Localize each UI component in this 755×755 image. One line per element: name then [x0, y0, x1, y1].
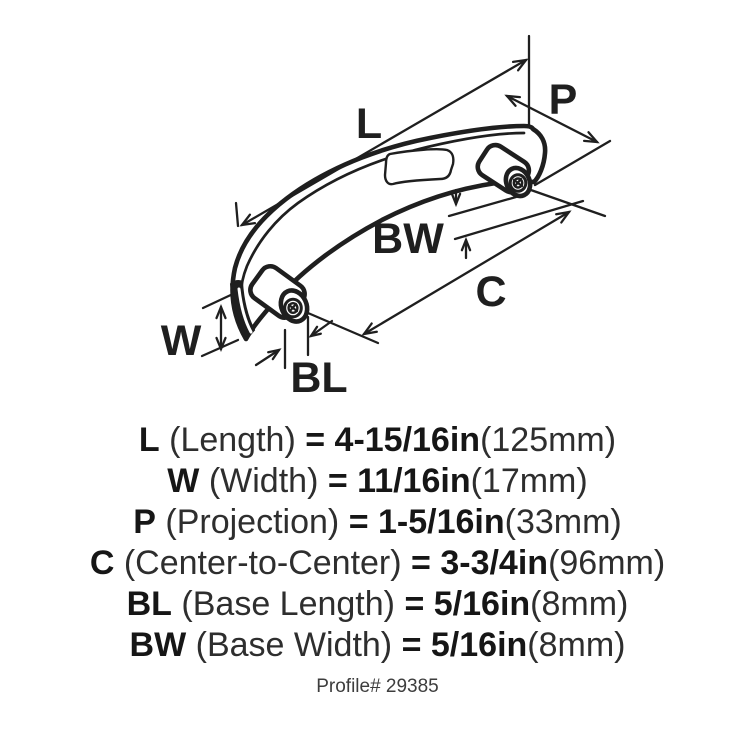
spec-list: L (Length) = 4-15/16in(125mm) W (Width) … — [0, 420, 755, 698]
length-arrowhead-lower — [239, 213, 257, 227]
dimension-width: W — [161, 303, 227, 365]
center-label: C — [475, 268, 506, 316]
spec-code: P — [133, 503, 156, 541]
spec-equals: = — [411, 544, 431, 582]
width-label: W — [161, 317, 202, 365]
projection-arrowhead-upper — [504, 94, 522, 107]
base-length-arrowhead-left — [267, 348, 282, 361]
spec-row-base-length: BL (Base Length) = 5/16in(8mm) — [0, 584, 755, 625]
spec-code: BW — [129, 626, 187, 664]
dimension-base-length: BL — [254, 315, 348, 402]
base-width-upper-line — [447, 139, 612, 218]
length-label: L — [356, 100, 382, 148]
left-post — [248, 263, 310, 324]
spec-equals: = — [305, 421, 326, 459]
spec-value: 3-3/4in — [440, 544, 549, 582]
spec-row-base-width: BW (Base Width) = 5/16in(8mm) — [0, 625, 755, 666]
spec-value: 4-15/16in — [334, 421, 481, 459]
extension-lines — [200, 34, 612, 358]
spec-value: 11/16in — [357, 462, 471, 500]
spec-code: L — [138, 421, 160, 459]
spec-metric: (33mm) — [504, 503, 622, 541]
spec-name: (Length) — [169, 421, 296, 459]
base-width-arrowhead-up — [460, 236, 472, 252]
dimension-center-to-center: C — [361, 210, 572, 336]
projection-dimension-line — [505, 94, 599, 144]
length-arrowhead-upper — [511, 58, 529, 72]
center-arrowhead-lower — [361, 322, 378, 336]
length-dimension-line — [240, 58, 528, 227]
dimension-diagram-svg: L P BW C — [161, 34, 612, 402]
spec-row-width: W (Width) = 11/16in(17mm) — [0, 461, 755, 502]
spec-row-length: L (Length) = 4-15/16in(125mm) — [0, 420, 755, 461]
spec-name: (Projection) — [165, 503, 340, 541]
spec-equals: = — [348, 503, 369, 541]
spec-metric: (96mm) — [548, 544, 666, 582]
spec-metric: (125mm) — [480, 421, 617, 459]
right-post-extension-line — [526, 187, 607, 218]
dimension-base-width: BW — [372, 188, 585, 263]
base-width-lower-line — [453, 199, 585, 241]
right-post — [475, 142, 533, 199]
spec-value: 1-5/16in — [378, 503, 505, 541]
center-arrowhead-upper — [555, 210, 572, 224]
dimension-projection: P — [504, 76, 600, 144]
spec-equals: = — [401, 626, 422, 664]
base-length-arrow-right — [309, 319, 334, 338]
spec-code: W — [167, 462, 200, 500]
width-arrowhead-top — [215, 303, 227, 320]
left-post-extension-line — [306, 311, 380, 345]
base-width-arrowhead-down — [450, 192, 462, 208]
spec-name: (Base Width) — [195, 626, 393, 664]
spec-metric: (8mm) — [530, 585, 629, 623]
spec-value: 5/16in — [433, 585, 531, 623]
spec-name: (Base Length) — [181, 585, 395, 623]
handle-dimension-diagram: L P BW C — [161, 34, 612, 402]
spec-name: (Width) — [208, 462, 319, 500]
spec-code: C — [89, 544, 115, 582]
handle-tip-highlight — [237, 287, 253, 334]
spec-metric: (17mm) — [470, 462, 588, 500]
base-length-arrowhead-right — [308, 325, 322, 338]
center-dimension-line — [362, 210, 571, 336]
right-screw-slot-icon — [512, 177, 524, 188]
projection-label: P — [549, 76, 578, 124]
handle-top-ridge-line — [239, 131, 526, 296]
profile-number: Profile# 29385 — [316, 676, 439, 697]
spec-equals: = — [327, 462, 348, 500]
base-length-label: BL — [290, 354, 347, 402]
spec-equals: = — [404, 585, 425, 623]
base-width-label: BW — [372, 215, 444, 263]
spec-row-center-to-center: C (Center-to-Center) = 3-3/4in(96mm) — [0, 543, 755, 584]
base-length-arrow-left — [254, 348, 281, 367]
spec-name: (Center-to-Center) — [123, 544, 402, 582]
spec-metric: (8mm) — [527, 626, 626, 664]
handle-drawing — [229, 123, 548, 342]
left-screw-slot-icon — [287, 302, 299, 313]
dimension-length: L — [239, 58, 529, 227]
projection-arrowhead-lower — [582, 131, 600, 144]
left-extension-line — [234, 201, 240, 228]
width-arrowhead-bottom — [215, 336, 227, 353]
spec-code: BL — [126, 585, 172, 623]
handle-slot-cutout — [383, 148, 455, 186]
spec-value: 5/16in — [430, 626, 528, 664]
spec-row-projection: P (Projection) = 1-5/16in(33mm) — [0, 502, 755, 543]
